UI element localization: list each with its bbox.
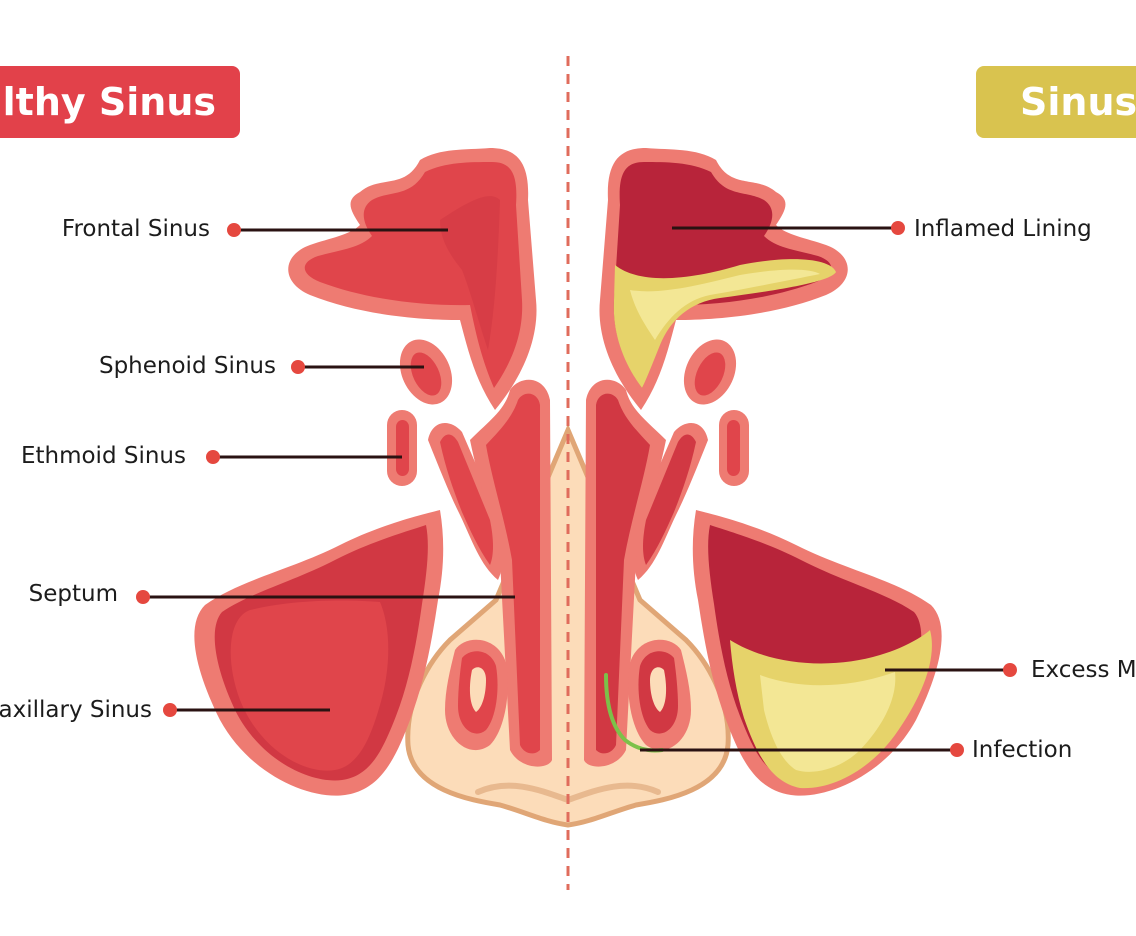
label-maxillary-sinus: Maxillary Sinus — [0, 697, 152, 723]
label-ethmoid-sinus: Ethmoid Sinus — [20, 443, 186, 469]
leader-dots — [136, 221, 1017, 757]
label-excess-mucus: Excess Mu — [1031, 657, 1136, 683]
label-frontal-sinus: Frontal Sinus — [61, 216, 210, 242]
label-sphenoid-sinus: Sphenoid Sinus — [98, 353, 276, 379]
healthy-side — [194, 148, 552, 796]
sinusitis-banner: Sinusi — [976, 66, 1136, 138]
healthy-sinus-banner: ealthy Sinus — [0, 66, 240, 138]
sinusitis-title: Sinusi — [1020, 80, 1136, 124]
leader-lines — [143, 226, 1010, 752]
label-septum: Septum — [28, 581, 118, 607]
healthy-sinus-title: ealthy Sinus — [0, 80, 216, 124]
sinusitis-side — [584, 148, 942, 796]
label-inflamed-lining: Inflamed Lining — [914, 216, 1092, 242]
label-infection: Infection — [972, 737, 1073, 763]
